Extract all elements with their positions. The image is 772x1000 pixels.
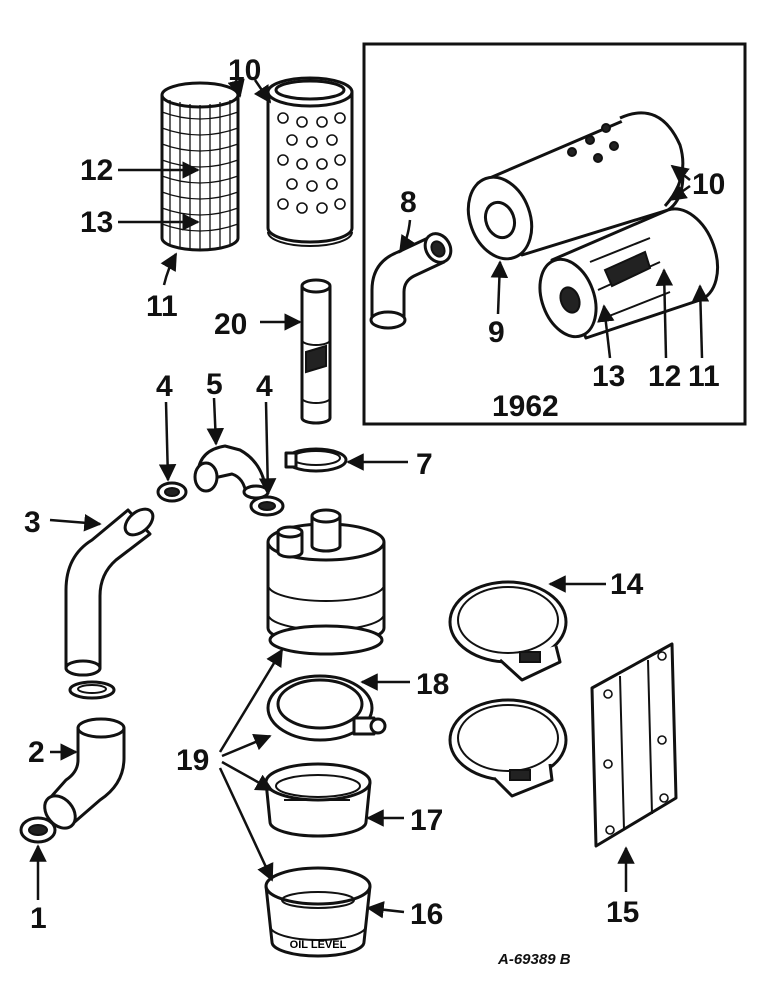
elbow-5 bbox=[193, 444, 270, 500]
inset-filter-element bbox=[538, 207, 720, 340]
band-clamp-14-lower bbox=[448, 698, 568, 798]
callout-16: 16 bbox=[410, 898, 443, 931]
elbow-2 bbox=[43, 717, 126, 830]
callout-11-top: 11 bbox=[146, 290, 178, 323]
callout-12-top: 12 bbox=[80, 154, 113, 187]
hose-clamp-lower bbox=[68, 680, 116, 700]
callout-15: 15 bbox=[606, 896, 639, 929]
hose-clamp-7 bbox=[284, 447, 348, 473]
callout-20: 20 bbox=[214, 308, 247, 341]
callout-11-inset: 11 bbox=[688, 360, 720, 393]
clamp-ring-18 bbox=[266, 674, 387, 742]
callout-13-inset: 13 bbox=[592, 360, 625, 393]
inset-outer-cap bbox=[466, 111, 685, 261]
callout-9-inset: 9 bbox=[488, 316, 505, 349]
oil-cup-16: OIL LEVEL bbox=[264, 866, 372, 958]
mounting-bracket-15 bbox=[590, 642, 678, 848]
callout-1: 1 bbox=[30, 902, 47, 935]
mesh-screen bbox=[160, 81, 240, 252]
callout-10-inset: 10 bbox=[692, 168, 725, 201]
ring-17 bbox=[264, 762, 372, 838]
callout-2: 2 bbox=[28, 736, 45, 769]
callout-14: 14 bbox=[610, 568, 644, 601]
callout-5: 5 bbox=[206, 368, 223, 401]
callout-10-top: 10 bbox=[228, 54, 261, 87]
callout-3: 3 bbox=[24, 506, 41, 539]
hose-clamp-4-right bbox=[249, 495, 285, 517]
inset-year-label: 1962 bbox=[492, 390, 559, 423]
inlet-tube bbox=[300, 278, 332, 425]
hose-clamp-1 bbox=[19, 816, 57, 844]
air-cleaner-body bbox=[266, 508, 386, 656]
callout-13-top: 13 bbox=[80, 206, 113, 239]
callout-17: 17 bbox=[410, 804, 443, 837]
leader-lines bbox=[29, 78, 710, 919]
bent-tube-3 bbox=[64, 507, 155, 677]
drawing-code: A-69389 B bbox=[497, 951, 571, 968]
callout-4-left: 4 bbox=[156, 370, 173, 403]
callout-4-right: 4 bbox=[256, 370, 273, 403]
callout-12-inset: 12 bbox=[648, 360, 681, 393]
band-clamp-14-upper bbox=[448, 580, 568, 682]
perforated-cylinder bbox=[266, 76, 354, 247]
inset-elbow bbox=[369, 232, 453, 330]
callout-labels: 10 12 13 11 20 4 5 4 7 3 2 1 19 18 17 16… bbox=[24, 54, 725, 968]
inset-frame-1962 bbox=[362, 42, 747, 426]
callout-8-inset: 8 bbox=[400, 186, 417, 219]
hose-clamp-4-left bbox=[156, 481, 188, 503]
callout-19: 19 bbox=[176, 744, 209, 777]
oil-level-text: OIL LEVEL bbox=[290, 939, 347, 951]
callout-7: 7 bbox=[416, 448, 433, 481]
callout-18: 18 bbox=[416, 668, 449, 701]
